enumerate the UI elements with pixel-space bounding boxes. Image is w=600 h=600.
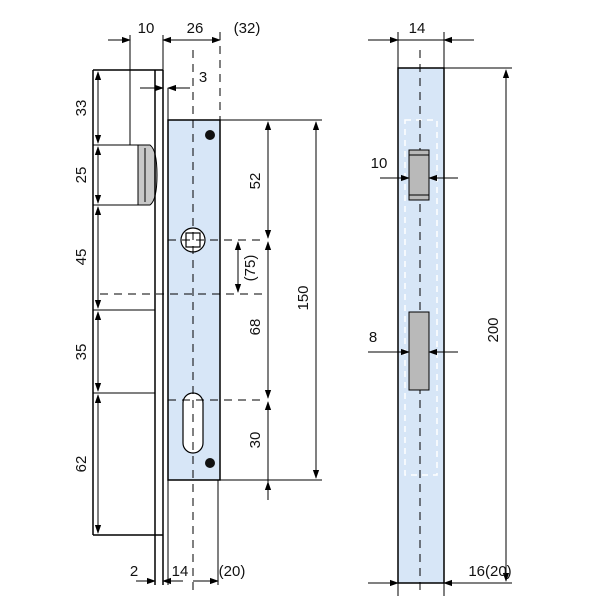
dim-left-25: 25 bbox=[73, 167, 90, 184]
dim-side-top-width: 14 bbox=[409, 20, 426, 37]
lock-case bbox=[92, 69, 163, 536]
side-latch-dimension: 10 bbox=[371, 155, 458, 182]
forend-strip bbox=[154, 70, 169, 585]
dim-left-45: 45 bbox=[73, 249, 90, 266]
dim-cylinder-lower: 30 bbox=[247, 432, 264, 449]
dim-centres: (75) bbox=[242, 255, 259, 282]
dim-plate-thickness: 2 bbox=[130, 563, 138, 580]
dim-backset: 26 bbox=[187, 20, 204, 37]
dim-to-spindle: 52 bbox=[247, 173, 264, 190]
dim-plate-width: 14 bbox=[172, 563, 189, 580]
dim-plate-width-alt: (20) bbox=[219, 563, 246, 580]
dim-body-width: 10 bbox=[138, 20, 155, 37]
bottom-dimensions: 2 14 (20) bbox=[130, 480, 246, 585]
front-view: 10 26 (32) 3 33 25 45 35 62 bbox=[73, 20, 322, 590]
dim-body-height: 150 bbox=[295, 285, 312, 310]
top-dimensions: 10 26 (32) 3 bbox=[108, 20, 261, 92]
dim-bolt-slot: 8 bbox=[369, 329, 377, 346]
dim-left-35: 35 bbox=[73, 344, 90, 361]
dim-backset-alt: (32) bbox=[234, 20, 261, 37]
dim-spindle-to-cylinder: 68 bbox=[247, 319, 264, 336]
dim-left-33: 33 bbox=[73, 100, 90, 117]
bolt-slot bbox=[408, 311, 430, 391]
side-top-dimension: 14 bbox=[368, 20, 474, 68]
left-dimensions: 33 25 45 35 62 bbox=[73, 71, 102, 534]
dim-latch-slot: 10 bbox=[371, 155, 388, 172]
side-view: 14 10 8 200 16(20) bbox=[368, 20, 512, 596]
dim-left-62: 62 bbox=[73, 456, 90, 473]
bottom-screw-hole bbox=[205, 458, 215, 468]
side-length-dimension: 200 bbox=[444, 67, 512, 584]
side-bolt-dimension: 8 bbox=[368, 329, 458, 356]
latch-bolt bbox=[137, 144, 158, 206]
centre-lines bbox=[100, 32, 268, 590]
dim-side-bottom-width: 16(20) bbox=[468, 563, 511, 580]
dim-faceplate-length: 200 bbox=[485, 317, 502, 342]
case-outline-hidden bbox=[404, 119, 438, 476]
right-dimensions: 52 (75) 68 30 150 bbox=[220, 119, 322, 500]
latch-slot bbox=[408, 149, 430, 201]
dim-plate-offset: 3 bbox=[199, 69, 207, 86]
side-bottom-dimension: 16(20) bbox=[368, 563, 512, 596]
top-screw-hole bbox=[205, 130, 215, 140]
